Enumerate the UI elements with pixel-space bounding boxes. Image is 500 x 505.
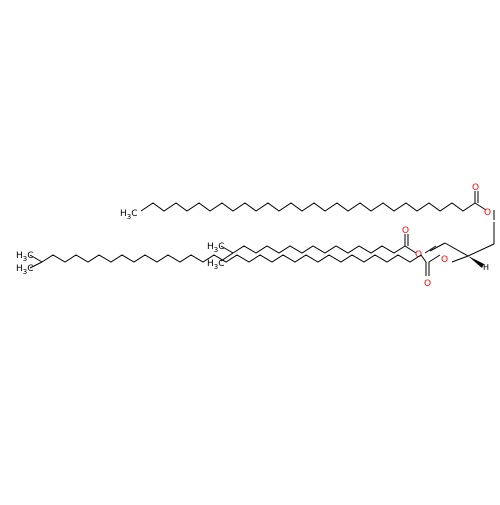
bottom-carbonyl bbox=[425, 254, 441, 276]
methyl-c-middle-1: H3C bbox=[207, 242, 225, 254]
middle-carbonyl-oxygen: O bbox=[402, 226, 409, 236]
methyl-c-top: H3C bbox=[120, 209, 138, 221]
bottom-acyl-chain bbox=[29, 254, 427, 269]
middle-ether-oxygen: O bbox=[415, 250, 422, 260]
bottom-carbonyl-oxygen: O bbox=[424, 279, 431, 289]
top-methyl-label: H3C bbox=[120, 209, 138, 221]
methyl-c-bottom-ethyl: H3C bbox=[16, 251, 34, 263]
middle-carbonyl bbox=[404, 234, 437, 254]
bottom-ether-oxygen: O bbox=[441, 255, 448, 265]
stereo-wedge bbox=[468, 256, 484, 268]
bottom-branch-labels: H3C H3C bbox=[16, 251, 34, 276]
middle-methyl-labels: H3C H3C bbox=[207, 242, 225, 271]
methyl-c-bottom-branch: H3C bbox=[16, 264, 34, 276]
middle-acyl-chain bbox=[220, 245, 406, 262]
glycerol-backbone bbox=[429, 222, 495, 263]
stereo-hydrogen: H bbox=[483, 263, 489, 272]
top-carbonyl bbox=[474, 191, 495, 220]
top-acyl-chain bbox=[140, 202, 476, 212]
methyl-c-middle-2: H3C bbox=[207, 259, 225, 271]
top-carbonyl-oxygen: O bbox=[472, 183, 479, 193]
top-ether-oxygen: O bbox=[484, 208, 491, 218]
